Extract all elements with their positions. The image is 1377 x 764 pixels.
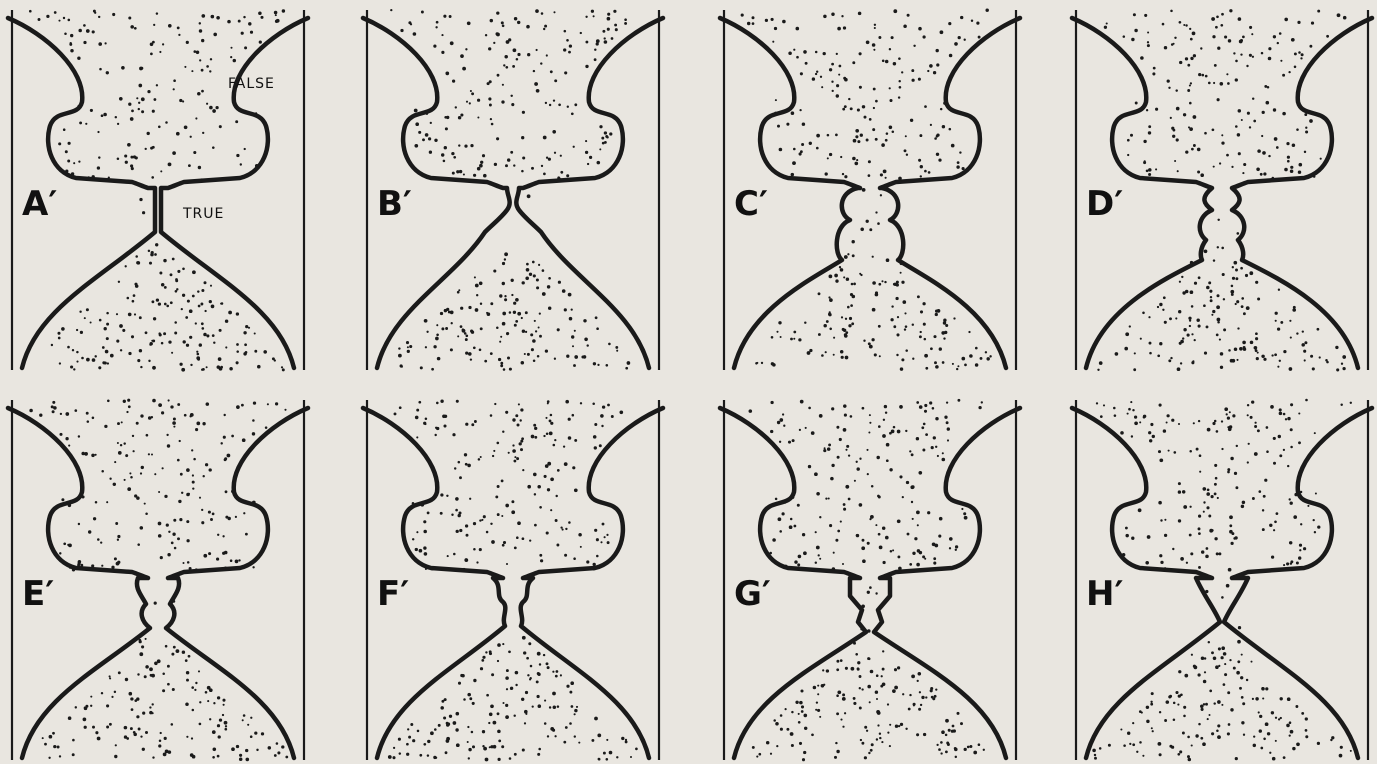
panel-label: A′ bbox=[22, 184, 57, 224]
panel-label: G′ bbox=[734, 574, 771, 614]
panel-label: C′ bbox=[734, 184, 768, 224]
panel-B: B′ bbox=[363, 9, 663, 371]
panel-D: D′ bbox=[1072, 9, 1372, 371]
panel-label: E′ bbox=[22, 574, 54, 614]
panel-F: F′ bbox=[363, 400, 663, 762]
panel-H: H′ bbox=[1072, 399, 1372, 762]
panel-label: H′ bbox=[1086, 574, 1123, 614]
stipple-dots bbox=[749, 399, 985, 761]
panel-frame bbox=[367, 400, 659, 760]
panel-label: D′ bbox=[1086, 184, 1123, 224]
label-false: FALSE bbox=[228, 76, 275, 92]
outline-right bbox=[516, 18, 663, 368]
panel-E: E′ bbox=[8, 399, 308, 762]
outline-right bbox=[880, 18, 1020, 368]
label-true: TRUE bbox=[182, 206, 224, 222]
panel-G: G′ bbox=[720, 399, 1020, 761]
outline-right bbox=[1224, 408, 1372, 758]
outline-right bbox=[161, 18, 308, 368]
outline-right bbox=[1232, 18, 1372, 368]
panel-label: B′ bbox=[377, 184, 412, 224]
outline-right bbox=[874, 408, 1020, 758]
panel-C: C′ bbox=[720, 8, 1020, 370]
panel-frame bbox=[12, 400, 304, 760]
outline-right bbox=[521, 408, 663, 758]
panel-label: F′ bbox=[377, 574, 409, 614]
panel-A: A′ bbox=[8, 9, 308, 371]
